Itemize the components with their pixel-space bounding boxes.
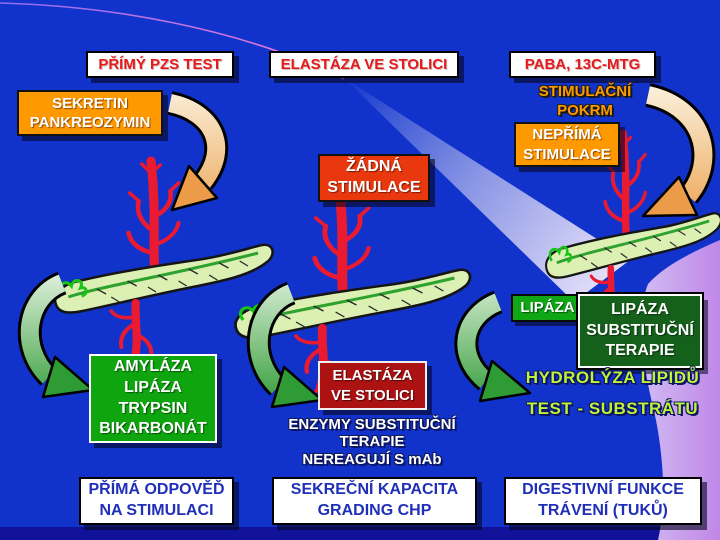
zadna-stimulace-box: ŽÁDNÁ STIMULACE: [318, 154, 430, 202]
secretion-arrow-left: [17, 271, 95, 399]
neprima-stimulace-box: NEPŘÍMÁ STIMULACE: [514, 122, 620, 167]
enzyme-output-box-left: AMYLÁZA LIPÁZA TRYPSIN BIKARBONÁT: [89, 354, 217, 443]
column1-title-box: PŘÍMÝ PZS TEST: [86, 51, 234, 78]
stimulation-arrow-left: [167, 91, 229, 212]
pancreas-illustration-left: [55, 161, 273, 371]
lipaza-terapie-box: LIPÁZA SUBSTITUČNÍ TERAPIE: [578, 294, 702, 368]
enzymy-note-text: ENZYMY SUBSTITUČNÍ TERAPIE NEREAGUJÍ S m…: [288, 416, 456, 468]
secretion-arrow-right: [454, 290, 532, 403]
column2-title-box: ELASTÁZA VE STOLICI: [269, 51, 459, 78]
light-beam: [344, 78, 630, 302]
bottom-border-bar: [0, 527, 720, 540]
conclusion-box-middle: SEKREČNÍ KAPACITA GRADING CHP: [272, 477, 477, 525]
lipaza-box: LIPÁZA: [511, 294, 584, 322]
sekretin-pankreozymin-box: SEKRETIN PANKREOZYMIN: [17, 90, 163, 136]
secretion-arrow-middle: [246, 281, 324, 409]
conclusion-box-right: DIGESTIVNÍ FUNKCE TRÁVENÍ (TUKŮ): [504, 477, 702, 525]
stimulation-arrow-right: [641, 83, 716, 218]
stimulacni-pokrm-text: STIMULAČNÍ POKRM: [538, 82, 632, 120]
column3-title-box: PABA, 13C-MTG: [509, 51, 656, 78]
conclusion-box-left: PŘÍMÁ ODPOVĚĎ NA STIMULACI: [79, 477, 234, 525]
hydrolyza-note-text: HYDROLÝZA LIPIDŮ TEST - SUBSTRÁTU: [525, 367, 700, 418]
elastaza-stolice-box: ELASTÁZA VE STOLICI: [318, 361, 427, 410]
